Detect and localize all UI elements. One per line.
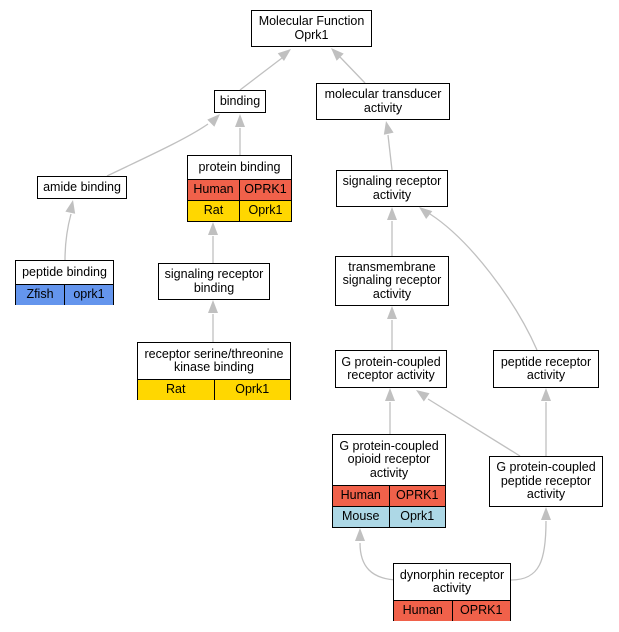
annotation-row: Mouse Oprk1 bbox=[333, 506, 445, 527]
edge-peptide-receptor-to-signaling-activity bbox=[429, 213, 538, 351]
edge-peptide-binding-to-amide bbox=[64, 213, 72, 261]
node-title: signaling receptor activity bbox=[342, 174, 442, 202]
node-amide-binding[interactable]: amide binding bbox=[37, 176, 127, 199]
species-cell: Rat bbox=[203, 203, 224, 218]
node-signaling-receptor-activity[interactable]: signaling receptor activity bbox=[336, 170, 448, 207]
arrowhead bbox=[208, 300, 218, 313]
edge-transducer-to-molecular-function bbox=[339, 56, 366, 84]
edge-signaling-activity-to-transducer bbox=[387, 134, 393, 171]
species-cell: Human bbox=[402, 603, 443, 618]
gene-cell: Oprk1 bbox=[213, 380, 291, 400]
arrowhead bbox=[65, 200, 76, 214]
arrowhead bbox=[277, 49, 291, 62]
node-title: signaling receptor binding bbox=[164, 267, 264, 295]
node-title: receptor serine/threonine kinase binding bbox=[144, 346, 284, 374]
node-g-protein-coupled-opioid-receptor-activity[interactable]: G protein-coupled opioid receptor activi… bbox=[332, 434, 446, 528]
node-signaling-receptor-binding[interactable]: signaling receptor binding bbox=[158, 263, 270, 300]
species-cell: Zfish bbox=[26, 287, 54, 302]
node-title: peptide receptor activity bbox=[500, 354, 592, 382]
gene-cell: OPRK1 bbox=[239, 180, 291, 200]
arrowhead bbox=[355, 528, 365, 541]
node-dynorphin-receptor-activity[interactable]: dynorphin receptor activity Human OPRK1 bbox=[393, 563, 511, 621]
edge-binding-to-molecular-function bbox=[239, 57, 283, 91]
species-cell: Rat bbox=[166, 382, 186, 397]
gene-cell: OPRK1 bbox=[388, 486, 446, 506]
arrowhead bbox=[208, 222, 218, 235]
node-peptide-binding[interactable]: peptide binding Zfish oprk1 bbox=[15, 260, 114, 305]
annotation-row: Human OPRK1 bbox=[394, 600, 510, 621]
species-cell: Human bbox=[193, 182, 234, 197]
node-title: G protein-coupled opioid receptor activi… bbox=[339, 438, 439, 480]
annotation-row: Rat Oprk1 bbox=[138, 379, 290, 400]
node-title: dynorphin receptor activity bbox=[399, 567, 505, 595]
species-cell: Mouse bbox=[341, 509, 380, 524]
gene-cell: OPRK1 bbox=[451, 601, 511, 621]
annotation-row: Zfish oprk1 bbox=[16, 284, 113, 305]
edge-dynorphin-to-gpcr-peptide bbox=[510, 520, 547, 581]
arrowhead bbox=[541, 388, 551, 401]
arrowhead bbox=[207, 114, 220, 127]
gene-cell: Oprk1 bbox=[239, 201, 291, 221]
gene-cell: Oprk1 bbox=[388, 507, 446, 527]
node-g-protein-coupled-receptor-activity[interactable]: G protein-coupled receptor activity bbox=[335, 350, 447, 388]
annotation-row: Human OPRK1 bbox=[188, 179, 291, 200]
arrowhead bbox=[385, 388, 395, 401]
node-title: binding bbox=[219, 93, 261, 108]
node-title: amide binding bbox=[43, 179, 121, 194]
node-title: Molecular Function Oprk1 bbox=[258, 14, 365, 42]
node-title: G protein-coupled receptor activity bbox=[341, 354, 441, 382]
node-binding[interactable]: binding bbox=[214, 90, 266, 113]
arrowhead bbox=[331, 48, 344, 61]
node-peptide-receptor-activity[interactable]: peptide receptor activity bbox=[493, 350, 599, 388]
node-title: protein binding bbox=[198, 159, 281, 174]
node-transmembrane-signaling-receptor-activity[interactable]: transmembrane signaling receptor activit… bbox=[335, 256, 449, 306]
species-cell: Human bbox=[340, 488, 381, 503]
arrowhead bbox=[541, 507, 551, 520]
annotation-row: Human OPRK1 bbox=[333, 485, 445, 506]
node-molecular-transducer-activity[interactable]: molecular transducer activity bbox=[316, 83, 450, 120]
arrowhead bbox=[416, 390, 430, 402]
annotation-row: Rat Oprk1 bbox=[188, 200, 291, 221]
node-title: G protein-coupled peptide receptor activ… bbox=[496, 460, 596, 502]
node-title: transmembrane signaling receptor activit… bbox=[342, 259, 442, 301]
arrowhead bbox=[383, 121, 394, 135]
arrowhead bbox=[419, 207, 433, 219]
node-g-protein-coupled-peptide-receptor-activity[interactable]: G protein-coupled peptide receptor activ… bbox=[489, 456, 603, 507]
arrowhead bbox=[235, 114, 245, 127]
arrowhead bbox=[387, 306, 397, 319]
node-title: molecular transducer activity bbox=[324, 87, 442, 115]
node-receptor-serine-threonine-kinase-binding[interactable]: receptor serine/threonine kinase binding… bbox=[137, 342, 291, 400]
gene-cell: oprk1 bbox=[64, 285, 113, 305]
node-molecular-function[interactable]: Molecular Function Oprk1 bbox=[251, 10, 372, 47]
edge-dynorphin-to-opioid bbox=[359, 542, 401, 581]
edge-gpcr-peptide-to-gpcr bbox=[427, 398, 521, 457]
node-title: peptide binding bbox=[22, 264, 107, 279]
edge-amide-to-binding bbox=[106, 123, 209, 177]
arrowhead bbox=[387, 207, 397, 220]
